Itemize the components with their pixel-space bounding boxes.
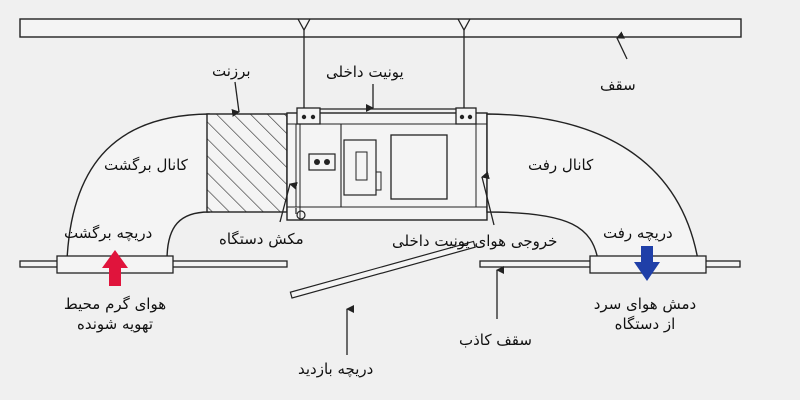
unit-suction-label: مکش دستگاه — [219, 230, 304, 248]
supply-duct-label: کانال رفت — [528, 156, 594, 174]
arrow-up-icon — [102, 250, 128, 286]
false-ceiling-label: سقف کاذب — [459, 331, 532, 349]
supply-grille-label: دریچه رفت — [603, 224, 673, 242]
warm-air-line-1: هوای گرم محیط — [63, 295, 167, 313]
canvas-connector — [206, 113, 288, 213]
warm-air-label: هوای گرم محیط تهویه شونده — [52, 295, 178, 334]
cold-air-line-2: از دستگاه — [614, 314, 676, 333]
return-grille-label: دریچه برگشت — [64, 224, 153, 242]
hanger-rods — [297, 18, 471, 108]
return-duct — [66, 113, 210, 261]
cold-air-line-1: دمش هوای سرد — [593, 295, 697, 313]
control-box — [343, 139, 377, 196]
return-duct-label: کانال برگشت — [104, 156, 188, 174]
unit-outlet-label: خروجی هوای یونیت داخلی — [392, 232, 558, 250]
filter-label: برزنت — [212, 62, 251, 80]
arrow-down-icon — [634, 246, 660, 281]
access-door-panel — [289, 240, 476, 299]
access-door-label: دریچه بازدید — [298, 360, 374, 378]
leader-lines — [231, 31, 628, 355]
service-panel — [390, 134, 448, 200]
mounting-brackets — [296, 107, 477, 125]
cold-air-label: دمش هوای سرد از دستگاه — [580, 295, 710, 334]
indoor-unit-label: یونیت داخلی — [326, 63, 404, 81]
supply-duct — [486, 113, 699, 261]
ceiling-label: سقف — [600, 76, 636, 94]
drain-port — [308, 153, 336, 171]
ceiling-slab — [19, 18, 742, 38]
warm-air-line-2: تهویه شونده — [76, 314, 154, 333]
